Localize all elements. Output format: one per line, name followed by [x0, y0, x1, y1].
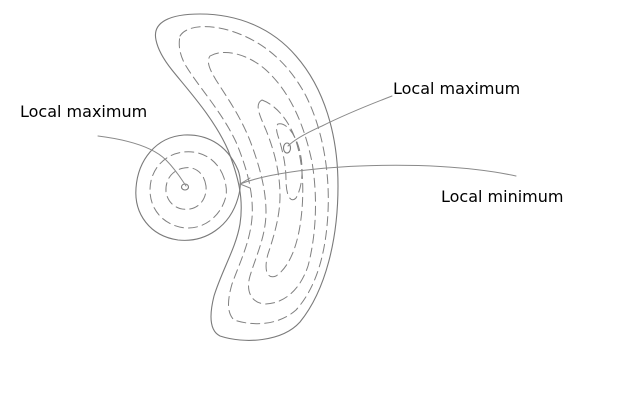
- crescent-contour-outer: [178, 26, 329, 325]
- crescent-contour-peak: [276, 123, 303, 201]
- minimum-leader-arrowhead: [238, 177, 251, 189]
- right-maximum-label: Local maximum: [393, 79, 520, 98]
- right-maximum-marker: [282, 142, 292, 154]
- right-maximum-leader: [287, 95, 393, 147]
- left-hill-outline: [135, 134, 241, 241]
- crescent-contour-inner: [257, 99, 304, 278]
- left-hill-contour-inner: [165, 167, 207, 210]
- left-maximum-leader: [97, 135, 187, 187]
- minimum-leader: [239, 164, 517, 185]
- minimum-label: Local minimum: [441, 187, 563, 206]
- left-hill-contour-outer: [149, 151, 227, 229]
- left-maximum-label: Local maximum: [20, 102, 147, 121]
- crescent-outline: [154, 13, 339, 341]
- crescent-contour-middle: [207, 52, 316, 305]
